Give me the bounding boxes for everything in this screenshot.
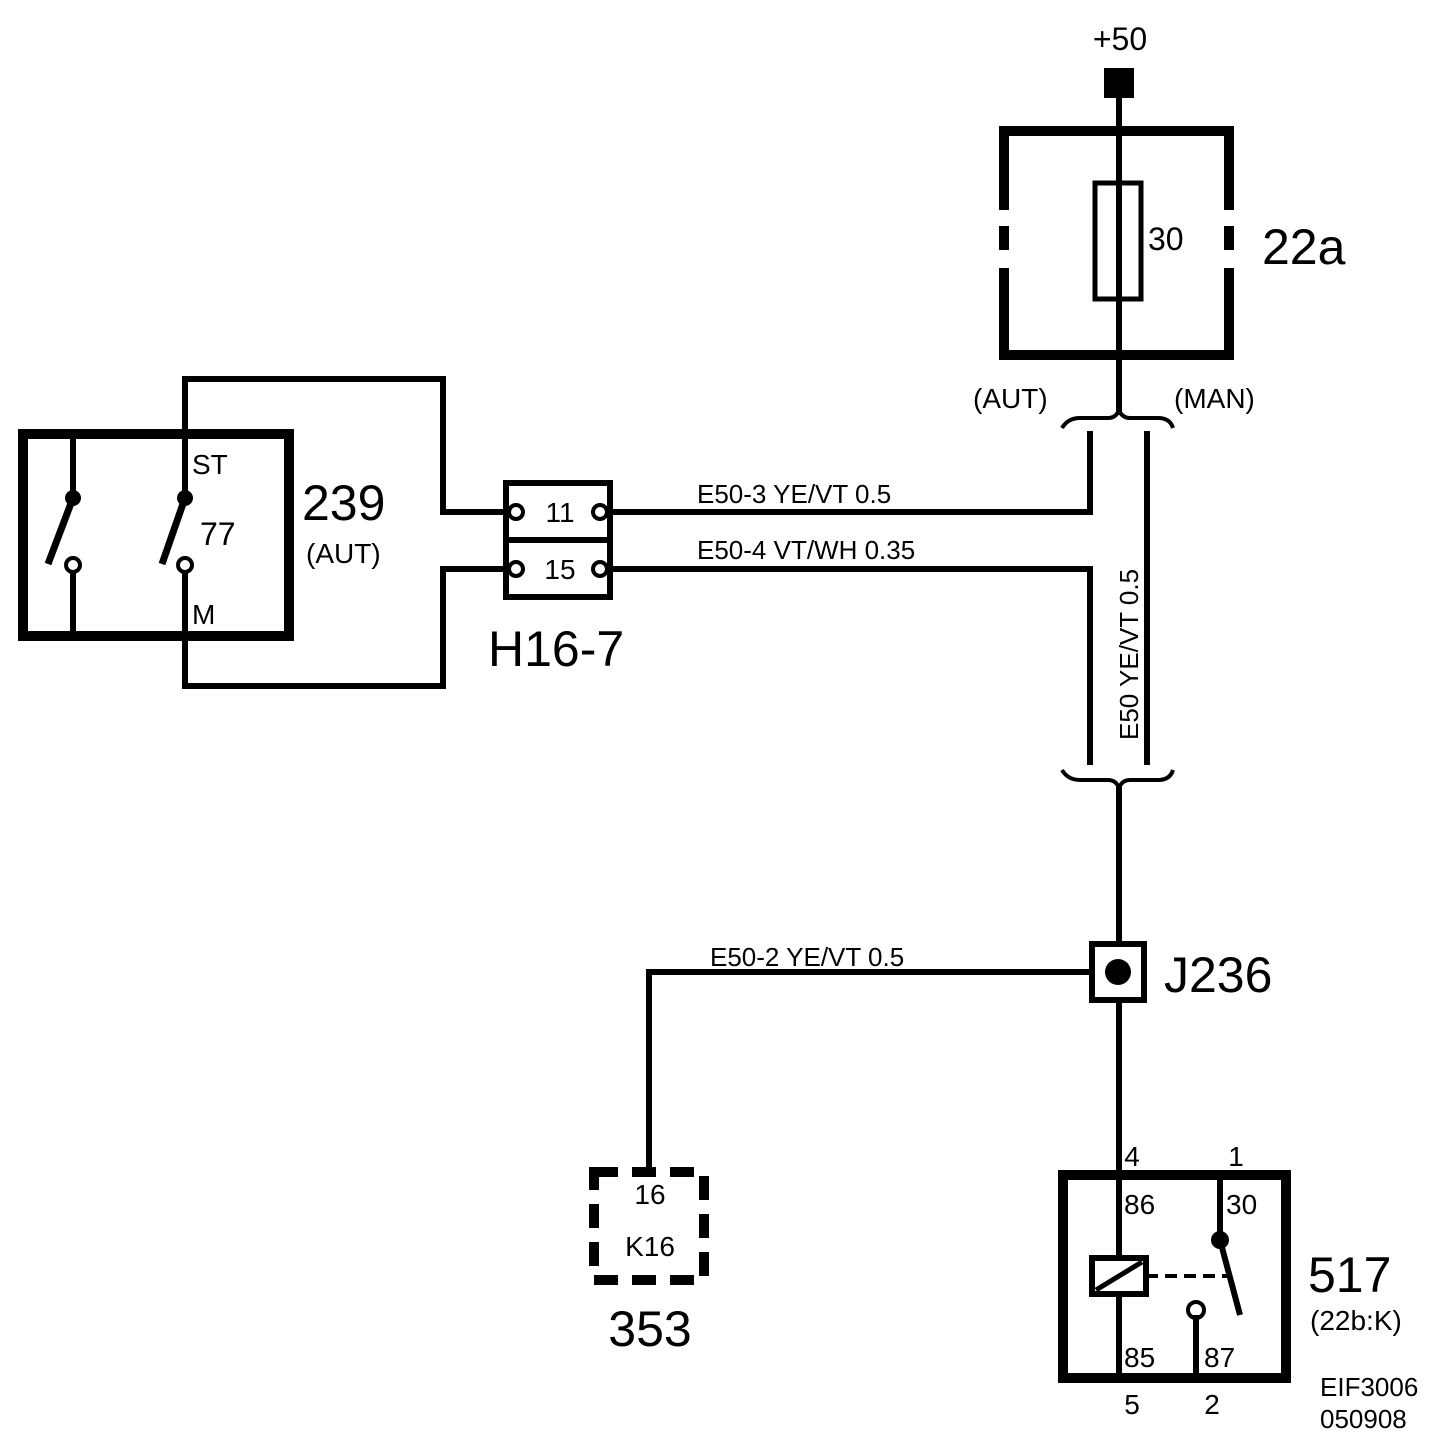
relay-sub: (22b:K) bbox=[1310, 1305, 1402, 1336]
doc-date: 050908 bbox=[1320, 1404, 1407, 1434]
relay-id: 517 bbox=[1308, 1247, 1391, 1303]
doc-code: EIF3006 bbox=[1320, 1372, 1418, 1402]
module-353-id: 353 bbox=[608, 1301, 691, 1357]
variant-man-label: (MAN) bbox=[1174, 383, 1255, 414]
switch-variant: (AUT) bbox=[306, 538, 381, 569]
variant-brace-bottom bbox=[1060, 768, 1175, 794]
wire-label-e50: E50 YE/VT 0.5 bbox=[1114, 569, 1144, 740]
relay-term-30: 30 bbox=[1226, 1189, 1257, 1220]
relay-term-86: 86 bbox=[1124, 1189, 1155, 1220]
fuse-box-22a bbox=[999, 126, 1234, 360]
fuse-id: 22a bbox=[1262, 219, 1346, 275]
relay-pin-5: 5 bbox=[1124, 1389, 1140, 1420]
switch-contact-right bbox=[158, 496, 189, 566]
switch-239-box bbox=[18, 429, 294, 641]
switch-pin-77: 77 bbox=[200, 516, 236, 552]
relay-term-87: 87 bbox=[1204, 1342, 1235, 1373]
wire-label-e50-3: E50-3 YE/VT 0.5 bbox=[697, 479, 891, 509]
supply-terminal bbox=[1104, 68, 1134, 98]
supply-label: +50 bbox=[1093, 21, 1147, 57]
wire-label-e50-4: E50-4 VT/WH 0.35 bbox=[697, 535, 915, 565]
connector-pin-15: 15 bbox=[544, 554, 575, 585]
connector-pin-11: 11 bbox=[545, 497, 574, 528]
junction-dot bbox=[1105, 959, 1131, 985]
switch-pin-m: M bbox=[192, 599, 215, 630]
relay-contact-arm bbox=[1217, 1239, 1243, 1316]
variant-aut-label: (AUT) bbox=[973, 383, 1048, 414]
relay-pin-2: 2 bbox=[1204, 1389, 1220, 1420]
junction-id: J236 bbox=[1164, 947, 1272, 1003]
connector-id: H16-7 bbox=[488, 621, 624, 677]
module-353-box bbox=[589, 1167, 709, 1285]
relay-pin-1: 1 bbox=[1228, 1141, 1244, 1172]
switch-contact-left bbox=[44, 496, 77, 566]
relay-coil-slash bbox=[1094, 1259, 1144, 1293]
module-353-label: K16 bbox=[625, 1231, 675, 1262]
relay-517-box bbox=[1058, 1170, 1291, 1383]
switch-pin-st: ST bbox=[192, 449, 228, 480]
variant-brace-top bbox=[1060, 404, 1175, 430]
module-353-pin: 16 bbox=[634, 1179, 665, 1210]
wire-label-e50-2: E50-2 YE/VT 0.5 bbox=[710, 942, 904, 972]
relay-pin-4: 4 bbox=[1124, 1141, 1140, 1172]
fuse-rating: 30 bbox=[1148, 221, 1184, 257]
switch-id: 239 bbox=[302, 475, 385, 531]
relay-term-85: 85 bbox=[1124, 1342, 1155, 1373]
